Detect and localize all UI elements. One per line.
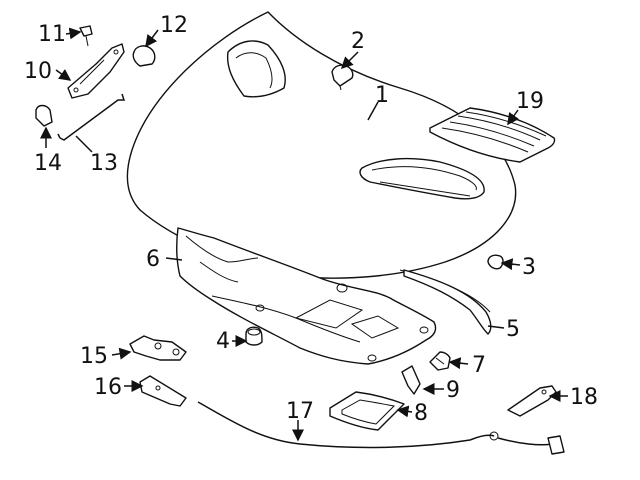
prop-rod <box>57 93 126 141</box>
bolt <box>79 25 93 47</box>
latch-striker <box>139 375 187 407</box>
callout-3: 3 <box>522 255 536 280</box>
fastener-nut <box>132 45 156 67</box>
grommet <box>487 254 504 270</box>
rod-clip <box>35 104 53 127</box>
callout-18: 18 <box>570 385 598 410</box>
leader-lines <box>40 27 568 442</box>
hood-panel <box>126 11 517 313</box>
callout-12: 12 <box>160 13 188 38</box>
hood-seal <box>403 269 492 335</box>
hood-latch <box>129 335 187 361</box>
insulator-pad <box>329 391 405 431</box>
callout-labels: 1 2 3 4 5 6 7 8 9 10 11 12 13 14 15 16 1… <box>24 13 598 426</box>
callout-4: 4 <box>216 329 230 354</box>
release-cable <box>197 401 565 455</box>
callout-7: 7 <box>472 353 486 378</box>
callout-2: 2 <box>351 29 365 54</box>
callout-11: 11 <box>38 22 66 47</box>
release-handle <box>507 385 557 417</box>
hood-hinge <box>67 43 125 99</box>
callout-15: 15 <box>80 344 108 369</box>
callout-5: 5 <box>506 317 520 342</box>
retainer-clip <box>429 351 451 371</box>
callout-9: 9 <box>446 378 460 403</box>
callout-14: 14 <box>34 151 62 176</box>
hood-insulator <box>175 227 437 365</box>
callout-19: 19 <box>516 89 544 114</box>
callout-16: 16 <box>94 375 122 400</box>
callout-8: 8 <box>414 401 428 426</box>
rubber-bumper <box>245 326 263 346</box>
callout-17: 17 <box>286 399 314 424</box>
vent-grille <box>429 107 556 163</box>
callout-6: 6 <box>146 247 160 272</box>
callout-13: 13 <box>90 151 118 176</box>
callout-10: 10 <box>24 59 52 84</box>
callout-1: 1 <box>375 83 389 108</box>
latch-bracket <box>401 365 421 395</box>
